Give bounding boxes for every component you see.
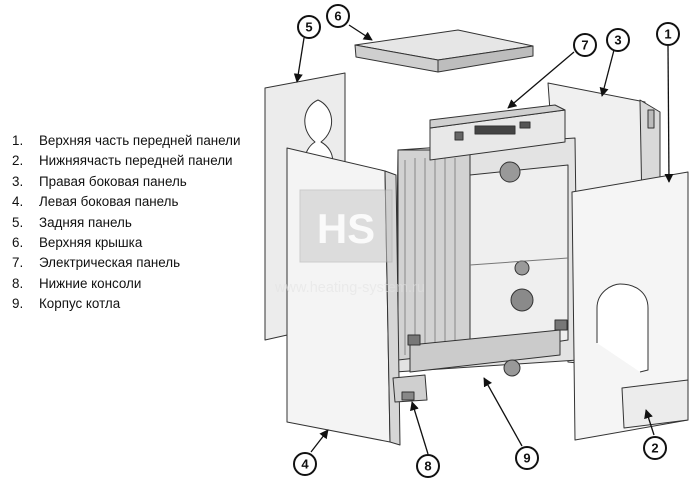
callout-3-label: 3 <box>614 33 621 48</box>
top-cover <box>354 29 534 73</box>
legend-item-2: 2. Нижняячасть передней панели <box>12 151 240 171</box>
arrow-6 <box>348 24 373 41</box>
callout-1-label: 1 <box>664 27 671 42</box>
legend-item-6: 6. Верхняя крышка <box>12 233 240 253</box>
arrow-5 <box>293 37 305 83</box>
parts-legend: 1. Верхняя часть передней панели 2. Нижняя… <box>12 131 240 315</box>
callout-4: 4 <box>293 452 317 476</box>
boiler-body <box>394 137 579 377</box>
callout-5-label: 5 <box>305 20 312 35</box>
legend-num: 3. <box>12 173 24 189</box>
legend-item-7: 7. Электрическая панель <box>12 253 240 273</box>
legend-label: Задняя панель <box>39 214 132 230</box>
legend-num: 2. <box>12 153 24 169</box>
arrow-1 <box>664 45 674 183</box>
legend-item-8: 8. Нижние консоли <box>12 274 240 294</box>
legend-label: Правая боковая панель <box>39 173 187 189</box>
legend-label: Корпус котла <box>39 296 121 312</box>
callout-4-label: 4 <box>301 457 309 472</box>
legend-label: Нижняячасть передней панели <box>39 153 233 169</box>
legend-label: Левая боковая панель <box>39 194 179 210</box>
legend-num: 8. <box>12 275 24 291</box>
watermark-logo-text: HS <box>317 205 375 252</box>
legend-num: 5. <box>12 214 24 230</box>
legend-label: Нижние консоли <box>39 275 142 291</box>
lower-brackets <box>392 374 428 403</box>
callout-8: 8 <box>416 454 440 478</box>
arrow-8 <box>410 401 429 455</box>
lower-front-panel <box>621 379 689 429</box>
legend-label: Верхняя часть передней панели <box>39 133 241 148</box>
legend-item-4: 4. Левая боковая панель <box>12 192 240 212</box>
arrow-9 <box>483 377 523 447</box>
callout-3: 3 <box>606 28 630 52</box>
callout-6-label: 6 <box>334 9 341 24</box>
callout-9: 9 <box>515 446 539 470</box>
arrow-2 <box>644 409 655 436</box>
arrow-7 <box>507 51 575 109</box>
legend-num: 7. <box>12 255 24 271</box>
legend-num: 9. <box>12 296 24 312</box>
electrical-panel <box>429 104 566 161</box>
arrow-4 <box>310 429 329 453</box>
callout-8-label: 8 <box>424 459 431 474</box>
legend-num: 6. <box>12 234 24 250</box>
legend-label: Электрическая панель <box>39 255 181 271</box>
upper-front-panel <box>571 171 689 441</box>
callout-2: 2 <box>643 436 667 460</box>
legend-num: 4. <box>12 194 24 210</box>
legend-item-5: 5. Задняя панель <box>12 213 240 233</box>
callout-9-label: 9 <box>523 451 530 466</box>
legend-item-3: 3. Правая боковая панель <box>12 172 240 192</box>
watermark-url-text: www.heating-system.ru <box>274 280 425 296</box>
legend-num: 1. <box>12 133 24 148</box>
legend-item-9: 9. Корпус котла <box>12 294 240 314</box>
callout-5: 5 <box>297 15 321 39</box>
callout-2-label: 2 <box>651 441 658 456</box>
callout-7-label: 7 <box>581 38 588 53</box>
arrow-3 <box>599 49 615 97</box>
legend-item-1: 1. Верхняя часть передней панели <box>12 131 240 151</box>
legend-label: Верхняя крышка <box>39 234 143 250</box>
callout-6: 6 <box>326 4 350 28</box>
callout-1: 1 <box>656 22 680 46</box>
callout-7: 7 <box>573 33 597 57</box>
watermark: HS www.heating-system.ru <box>274 189 425 296</box>
